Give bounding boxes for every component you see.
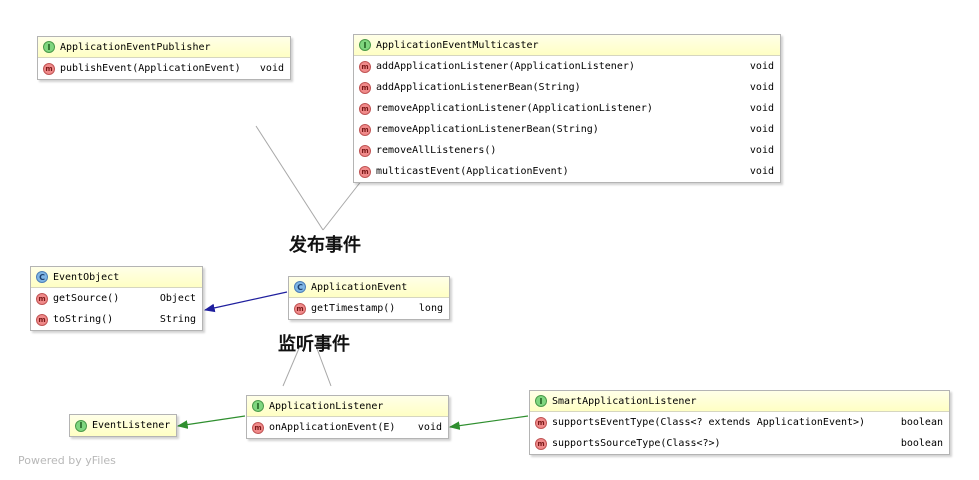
node-application-listener[interactable]: I ApplicationListener m onApplicationEve… (246, 395, 449, 439)
method-row: m onApplicationEvent(E) void (247, 417, 448, 438)
method-signature: onApplicationEvent(E) (269, 422, 396, 433)
publish-line-right (322, 179, 363, 231)
method-return-type: Object (159, 293, 196, 304)
node-header: I ApplicationEventMulticaster (354, 35, 780, 56)
method-icon: m (294, 302, 306, 315)
class-icon: C (294, 281, 306, 293)
node-header: I EventListener (70, 415, 176, 436)
interface-icon: I (252, 400, 264, 412)
interface-icon: I (535, 395, 547, 407)
listen-line-left (282, 345, 301, 387)
method-signature: removeApplicationListenerBean(String) (376, 124, 599, 135)
node-event-listener[interactable]: I EventListener (69, 414, 177, 437)
method-return-type: void (749, 166, 774, 177)
method-icon: m (535, 437, 547, 450)
method-row: m publishEvent(ApplicationEvent) void (38, 58, 290, 79)
method-row: m getSource() Object (31, 288, 202, 309)
method-signature: publishEvent(ApplicationEvent) (60, 63, 241, 74)
method-icon: m (359, 144, 371, 157)
interface-icon: I (75, 419, 87, 432)
listen-line-right (315, 345, 332, 387)
method-return-type: boolean (900, 417, 943, 428)
listen-event-label: 监听事件 (278, 334, 350, 355)
node-title: EventObject (53, 271, 120, 283)
edge-smartlistener-to-applicationlistener (448, 415, 529, 430)
method-icon: m (359, 102, 371, 115)
method-signature: toString() (53, 314, 114, 325)
edge-applicationevent-to-eventobject (203, 291, 288, 313)
method-row: m removeApplicationListener(ApplicationL… (354, 98, 780, 119)
node-title: ApplicationListener (269, 400, 384, 412)
node-title: ApplicationEventPublisher (60, 41, 211, 53)
node-header: C EventObject (31, 267, 202, 288)
node-application-event-multicaster[interactable]: I ApplicationEventMulticaster m addAppli… (353, 34, 781, 183)
method-row: m addApplicationListener(ApplicationList… (354, 56, 780, 77)
method-return-type: void (749, 103, 774, 114)
interface-icon: I (43, 41, 55, 53)
node-header: I ApplicationEventPublisher (38, 37, 290, 58)
node-title: EventListener (92, 420, 171, 431)
method-row: m addApplicationListenerBean(String) voi… (354, 77, 780, 98)
node-event-object[interactable]: C EventObject m getSource() Object m toS… (30, 266, 203, 331)
method-icon: m (535, 416, 547, 429)
method-signature: getTimestamp() (311, 303, 396, 314)
method-return-type: void (749, 82, 774, 93)
publish-event-label: 发布事件 (289, 235, 361, 256)
method-row: m removeAllListeners() void (354, 140, 780, 161)
node-header: I ApplicationListener (247, 396, 448, 417)
method-row: m multicastEvent(ApplicationEvent) void (354, 161, 780, 182)
method-icon: m (359, 165, 371, 178)
method-signature: multicastEvent(ApplicationEvent) (376, 166, 569, 177)
method-icon: m (252, 421, 264, 434)
method-return-type: void (417, 422, 442, 433)
method-row: m removeApplicationListenerBean(String) … (354, 119, 780, 140)
method-icon: m (43, 62, 55, 75)
class-icon: C (36, 271, 48, 283)
method-return-type: void (259, 63, 284, 74)
node-header: I SmartApplicationListener (530, 391, 949, 412)
method-signature: addApplicationListener(ApplicationListen… (376, 61, 635, 72)
yfiles-watermark: Powered by yFiles (18, 454, 116, 467)
method-signature: removeAllListeners() (376, 145, 497, 156)
method-row: m toString() String (31, 309, 202, 330)
method-return-type: String (159, 314, 196, 325)
node-header: C ApplicationEvent (289, 277, 449, 298)
method-icon: m (359, 123, 371, 136)
node-title: ApplicationEvent (311, 281, 408, 293)
edge-applicationlistener-to-eventlistener (176, 415, 246, 429)
method-signature: removeApplicationListener(ApplicationLis… (376, 103, 653, 114)
node-application-event-publisher[interactable]: I ApplicationEventPublisher m publishEve… (37, 36, 291, 80)
method-return-type: void (749, 61, 774, 72)
node-title: ApplicationEventMulticaster (376, 39, 539, 51)
node-smart-application-listener[interactable]: I SmartApplicationListener m supportsEve… (529, 390, 950, 455)
method-icon: m (36, 313, 48, 326)
method-return-type: void (749, 124, 774, 135)
node-application-event[interactable]: C ApplicationEvent m getTimestamp() long (288, 276, 450, 320)
method-row: m getTimestamp() long (289, 298, 449, 319)
method-row: m supportsSourceType(Class<?>) boolean (530, 433, 949, 454)
method-icon: m (36, 292, 48, 305)
node-title: SmartApplicationListener (552, 395, 697, 407)
method-return-type: long (418, 303, 443, 314)
method-signature: getSource() (53, 293, 120, 304)
method-return-type: boolean (900, 438, 943, 449)
method-signature: addApplicationListenerBean(String) (376, 82, 581, 93)
method-signature: supportsSourceType(Class<?>) (552, 438, 721, 449)
method-return-type: void (749, 145, 774, 156)
publish-line-left (255, 125, 324, 231)
method-icon: m (359, 60, 371, 73)
interface-icon: I (359, 39, 371, 51)
method-row: m supportsEventType(Class<? extends Appl… (530, 412, 949, 433)
method-signature: supportsEventType(Class<? extends Applic… (552, 417, 866, 428)
method-icon: m (359, 81, 371, 94)
